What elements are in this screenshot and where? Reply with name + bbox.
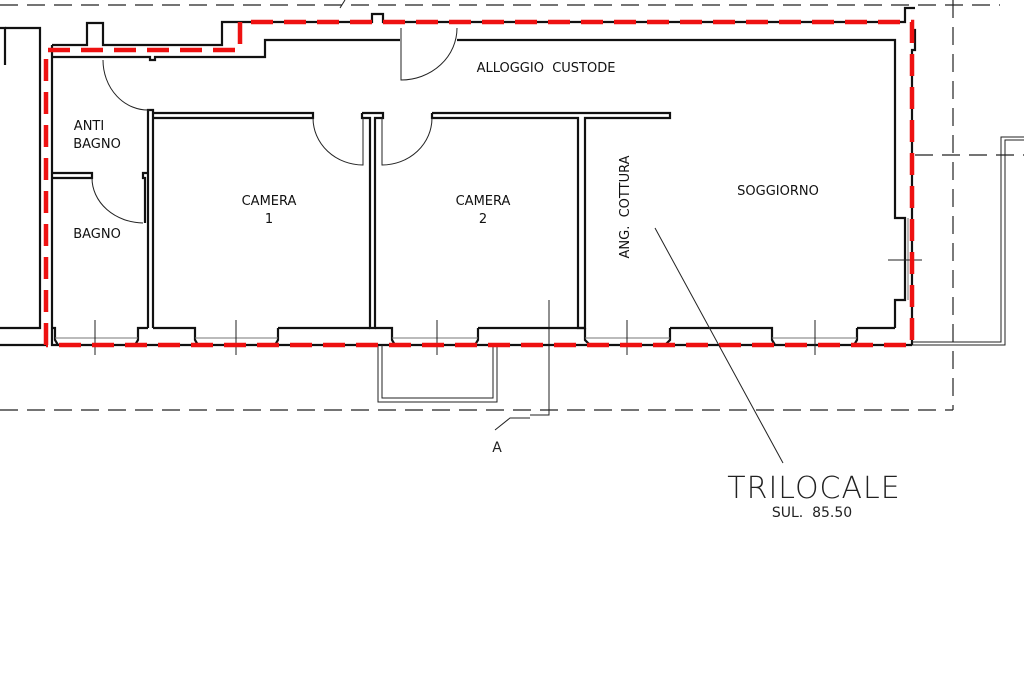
room-label-bagno: BAGNO xyxy=(73,227,121,242)
adjacent-structure xyxy=(912,136,1024,346)
balcony xyxy=(377,345,498,403)
interior-walls xyxy=(52,108,672,330)
leader-line xyxy=(654,227,784,464)
room-label-alloggio-custode: ALLOGGIO CUSTODE xyxy=(477,61,616,76)
room-label-camera-1: CAMERA xyxy=(242,194,297,209)
section-marker: A xyxy=(492,417,530,456)
section-marker-label: A xyxy=(492,440,502,456)
room-label-soggiorno: SOGGIORNO xyxy=(737,184,819,199)
room-label-camera-2: CAMERA xyxy=(456,194,511,209)
room-label-camera-2-number: 2 xyxy=(479,212,487,227)
unit-name: TRILOCALE xyxy=(727,471,900,506)
exterior-walls xyxy=(0,6,922,355)
doors xyxy=(91,27,458,224)
room-label-anti-bagno-2: BAGNO xyxy=(73,137,121,152)
room-label-anti-bagno: ANTI xyxy=(74,119,104,134)
unit-area: SUL. 85.50 xyxy=(772,505,852,521)
property-lines xyxy=(0,0,1024,416)
room-label-angolo-cottura: ANG. COTTURA xyxy=(618,155,633,258)
room-label-camera-1-number: 1 xyxy=(265,212,273,227)
unit-boundary xyxy=(43,19,915,348)
